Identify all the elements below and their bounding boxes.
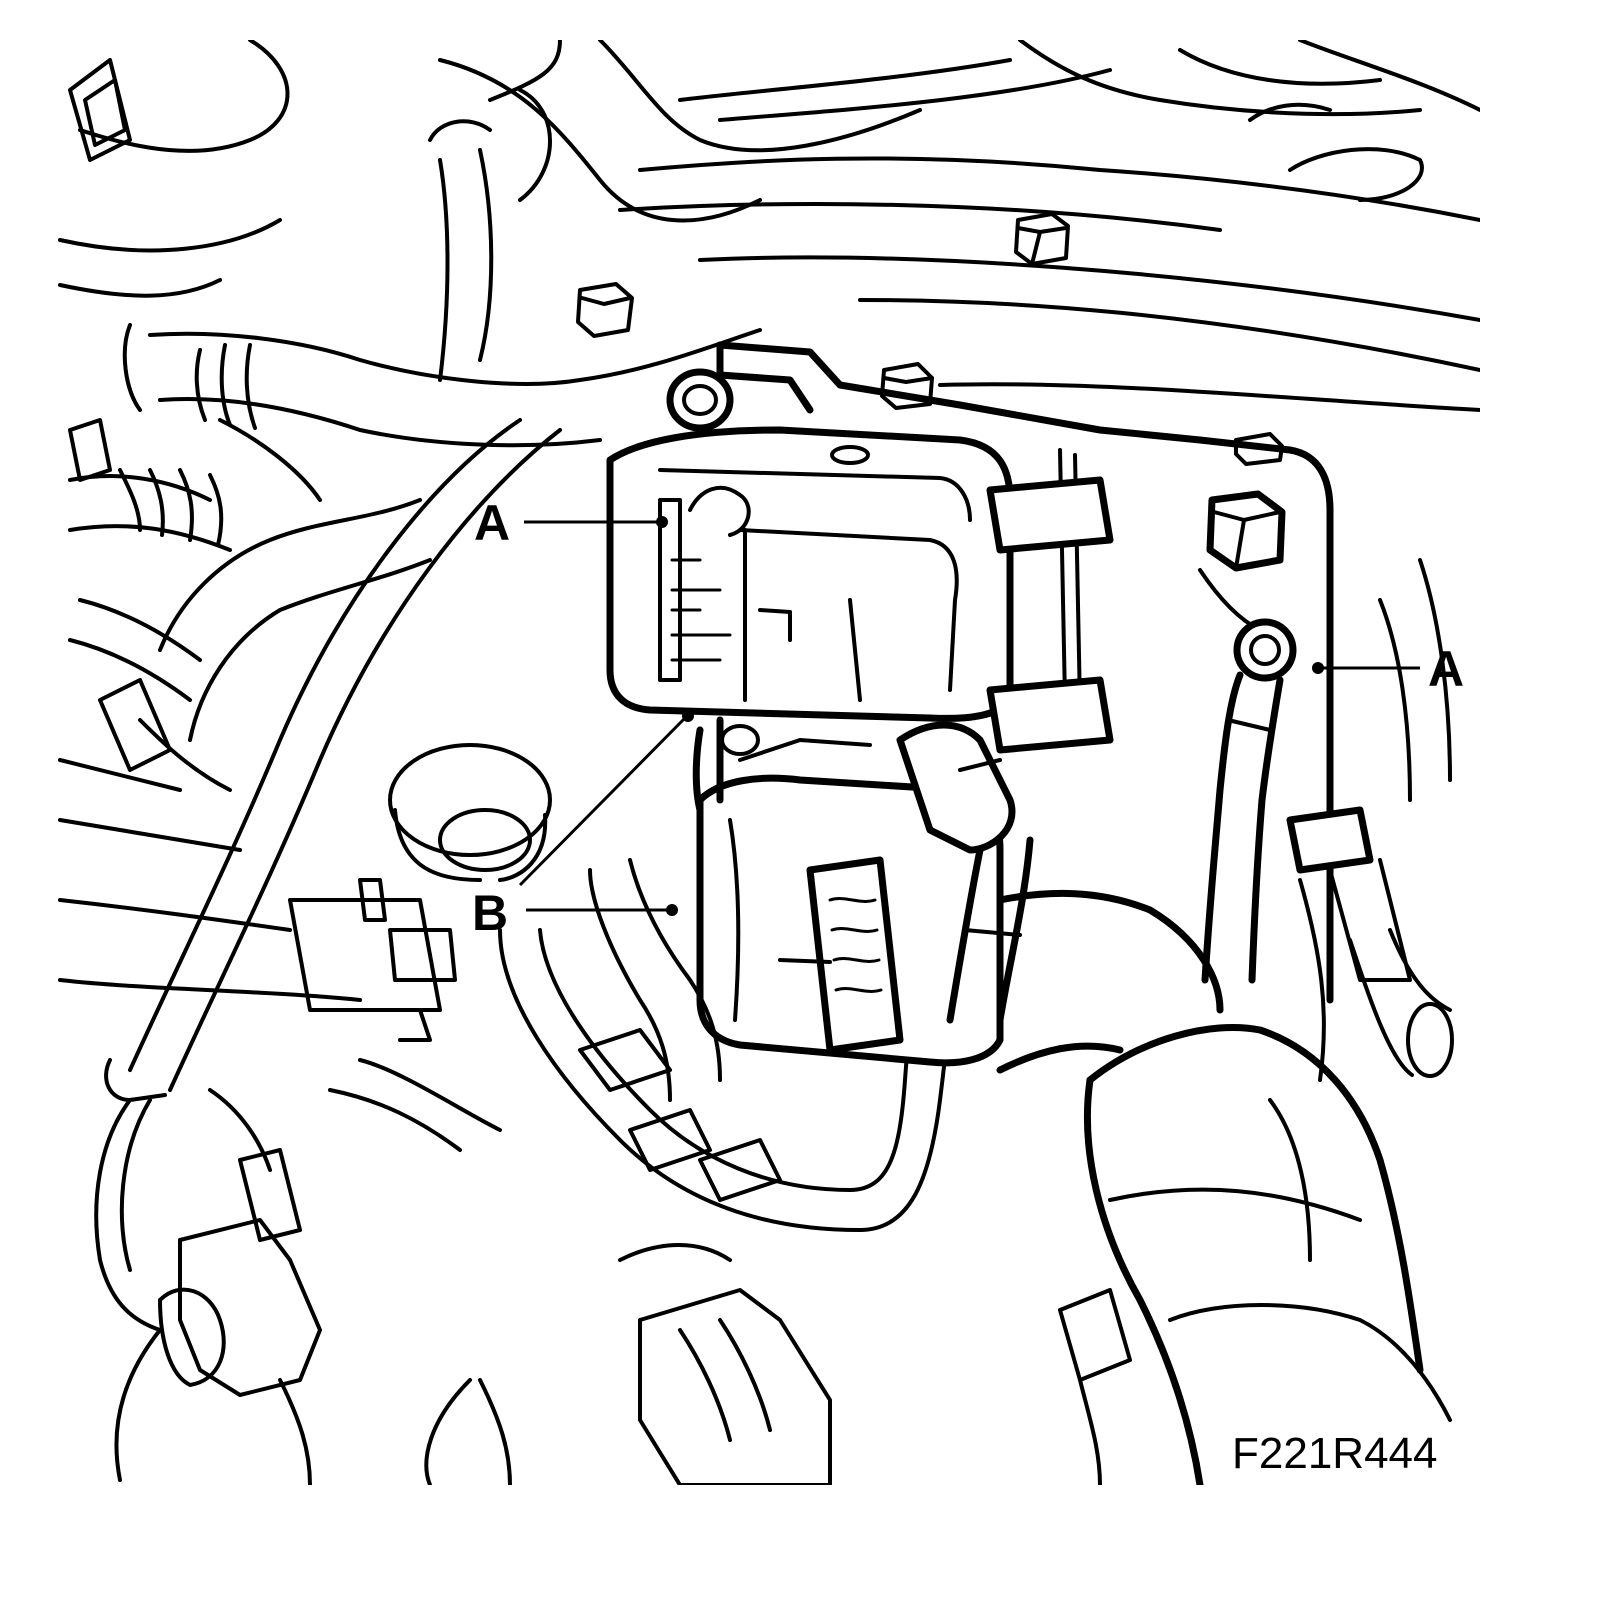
left-thick-hose <box>58 418 432 1002</box>
engine-components <box>58 40 1480 1485</box>
module-outlet-hose <box>896 721 1034 1024</box>
bottom-sensor-plug <box>424 1243 832 1485</box>
left-lower-connector <box>288 878 457 1042</box>
mid-vertical-hose <box>588 858 722 1102</box>
leader-b-upper <box>518 716 687 887</box>
callout-a-left: A <box>474 495 510 551</box>
bolt-head-top <box>1014 212 1070 266</box>
diagonal-tube <box>94 418 562 1332</box>
ground-strap <box>1201 618 1297 984</box>
callout-b: B <box>472 885 508 941</box>
vacuum-diaphragm <box>388 743 552 882</box>
control-module-upper <box>606 426 1114 754</box>
hose-vertical-top <box>428 40 562 382</box>
left-connectors <box>68 58 232 792</box>
right-large-hose <box>996 889 1452 1485</box>
callout-leaders <box>518 516 1420 916</box>
control-module-lower <box>692 716 1004 1067</box>
bolt-head-mid <box>576 282 634 338</box>
bracket-bolt <box>1206 490 1286 572</box>
callout-a-right: A <box>1428 641 1464 697</box>
figure-code: F221R444 <box>1232 1429 1437 1478</box>
bottom-left-plug <box>114 1058 502 1485</box>
hose-left-upper <box>122 323 762 448</box>
engine-block-contours <box>58 40 1480 412</box>
right-fuel-pipe <box>1286 558 1454 1082</box>
